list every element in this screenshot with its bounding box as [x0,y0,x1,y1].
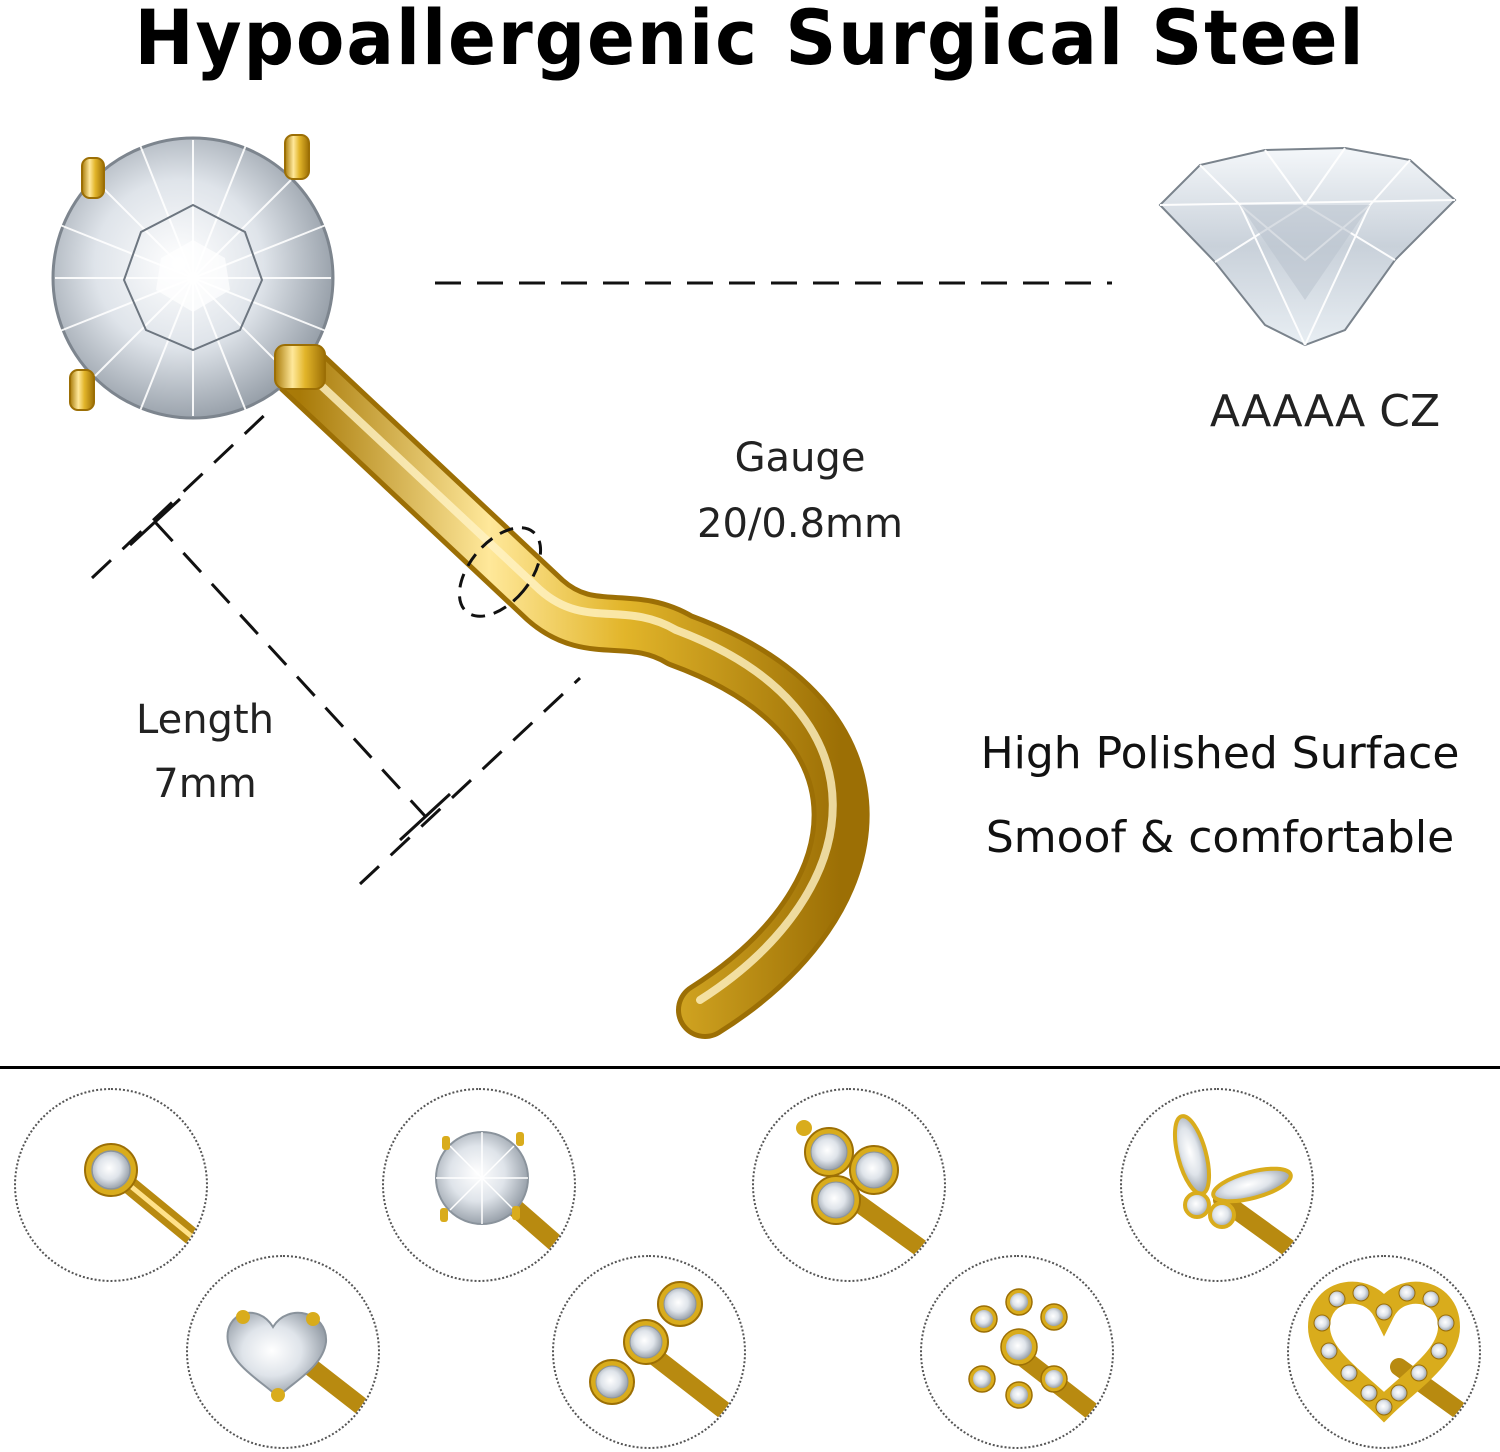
gauge-circle-marker [457,526,543,618]
variant-triple-bezel-bar [552,1255,746,1449]
round-prong-stone-icon [435,1131,574,1264]
stone-grade-label: AAAAA CZ [1209,386,1441,437]
length-label: Length 7mm [100,688,310,816]
page-title: Hypoallergenic Surgical Steel [134,0,1366,82]
variant-snowflake-cluster [920,1255,1114,1449]
snowflake-cluster-icon [968,1288,1112,1436]
length-guide-bottom [358,676,582,886]
butterfly-icon [1172,1114,1312,1274]
variant-trinity-flower [752,1088,946,1282]
length-dimension-ticks [128,497,452,842]
round-bezel-stone-icon [84,1143,205,1249]
gauge-label: Gauge 20/0.8mm [660,425,940,557]
trinity-cluster-icon [796,1120,944,1274]
nose-stud-body [271,341,870,1039]
triple-stone-bar-icon [589,1281,744,1431]
gauge-value: 20/0.8mm [697,501,903,547]
variant-heart-prong [186,1255,380,1449]
gauge-title: Gauge [734,435,866,481]
heart-cz-icon [226,1310,378,1431]
variant-round-prong [382,1088,576,1282]
length-guide-top [90,408,272,580]
feature-text: High Polished Surface Smoof & comfortabl… [945,712,1495,880]
section-divider [0,1066,1500,1069]
variant-butterfly [1120,1088,1314,1282]
variant-ball-bezel [14,1088,208,1282]
length-value: 7mm [153,761,257,807]
length-dimension-line [153,520,427,818]
main-illustration [51,134,1457,1039]
length-title: Length [136,697,274,743]
pave-heart-icon [1307,1281,1479,1436]
feature-line-1: High Polished Surface [980,728,1460,779]
feature-line-2: Smoof & comfortable [985,812,1455,863]
variant-pave-heart [1287,1255,1481,1449]
measurement-guides [90,281,1112,886]
cz-diamond-icon [1158,146,1457,347]
cz-stone-head [51,134,335,420]
